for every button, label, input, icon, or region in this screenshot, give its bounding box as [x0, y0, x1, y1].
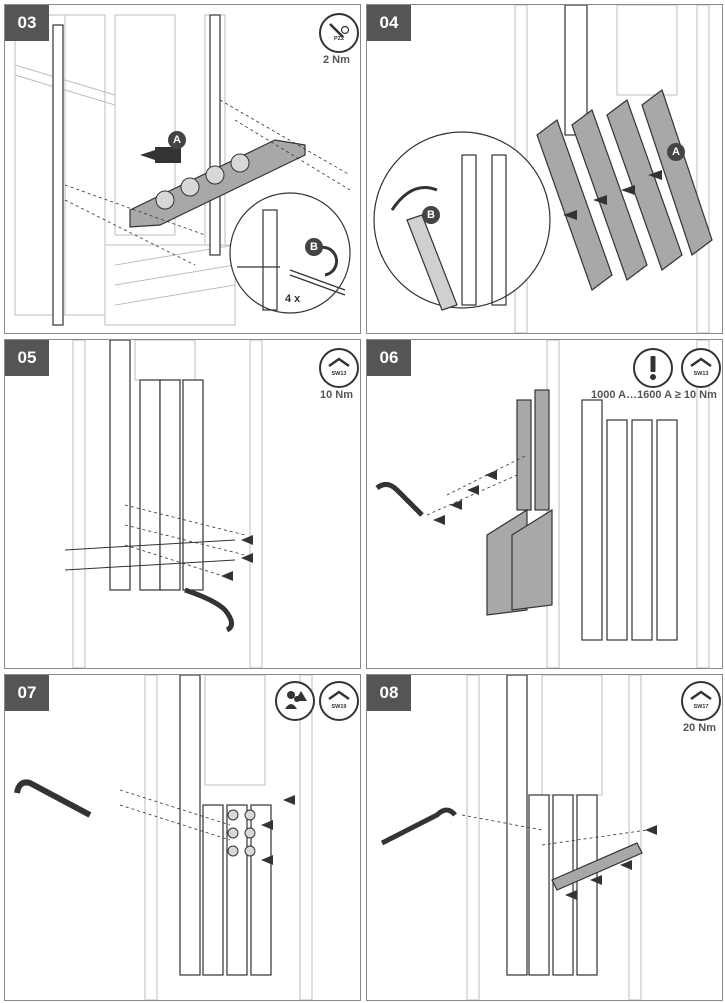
step-06-panel: 06 SW13 1000 A…1600 A ≥ 10 Nm [366, 339, 723, 669]
step-03-illustration [14, 14, 351, 326]
step-08-panel: 08 SW17 20 Nm [366, 674, 723, 1001]
step-05-illustration [64, 340, 263, 668]
two-person-warning-icon [275, 681, 315, 721]
step-number: 03 [5, 5, 49, 41]
step-06-illustration [375, 340, 710, 668]
socket-wrench-icon: SW17 [681, 681, 721, 721]
torque-value: 1000 A…1600 A ≥ 10 Nm [591, 389, 717, 401]
quantity-label: 4 x [285, 293, 301, 305]
step-number: 05 [5, 340, 49, 376]
callout-b: B [305, 238, 323, 256]
torque-value: 20 Nm [683, 722, 717, 734]
screwdriver-icon: PZ2 [319, 13, 359, 53]
socket-wrench-icon: SW19 [319, 681, 359, 721]
tool-size-label: SW13 [331, 371, 347, 377]
step-number: 04 [367, 5, 411, 41]
step-number: 08 [367, 675, 411, 711]
tool-size-label: SW19 [331, 704, 347, 710]
step-07-panel: 07 SW19 [4, 674, 361, 1001]
step-08-illustration [380, 675, 657, 1000]
step-number: 07 [5, 675, 49, 711]
tool-size-label: PZ2 [333, 36, 345, 42]
tool-size-label: SW17 [693, 704, 709, 710]
callout-a: A [168, 131, 186, 149]
socket-wrench-icon: SW13 [319, 348, 359, 388]
warning-exclamation-icon [633, 348, 673, 388]
step-07-illustration [14, 675, 313, 1000]
tool-size-label: SW13 [693, 371, 709, 377]
step-04-panel: 04 A B [366, 4, 723, 334]
step-05-panel: 05 SW13 10 Nm [4, 339, 361, 669]
callout-b: B [422, 206, 440, 224]
torque-value: 10 Nm [320, 389, 354, 401]
step-03-panel: 03 PZ2 2 Nm A B 4 x [4, 4, 361, 334]
torque-value: 2 Nm [323, 54, 350, 66]
socket-wrench-icon: SW13 [681, 348, 721, 388]
callout-a: A [667, 143, 685, 161]
step-number: 06 [367, 340, 411, 376]
step-04-illustration [373, 5, 713, 333]
